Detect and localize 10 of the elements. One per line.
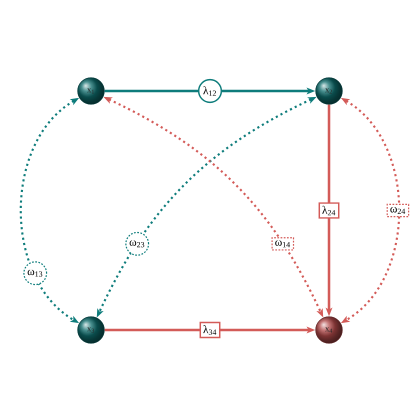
sphere-node: x$_{4}$ <box>315 316 343 344</box>
edge-label: ω$_{14}$ <box>272 237 294 251</box>
edge-label: ω$_{23}$ <box>125 232 150 256</box>
sphere-node: x$_{2}$ <box>315 77 343 105</box>
edge-label: λ$_{12}$ <box>198 78 222 104</box>
edge-label: λ$_{24}$ <box>318 202 340 219</box>
edge-label: ω$_{13}$ <box>23 261 48 286</box>
sphere-node: x$_{1}$ <box>77 77 105 105</box>
edge-label: λ$_{34}$ <box>200 322 220 338</box>
edge-label: ω$_{24}$ <box>386 204 410 218</box>
